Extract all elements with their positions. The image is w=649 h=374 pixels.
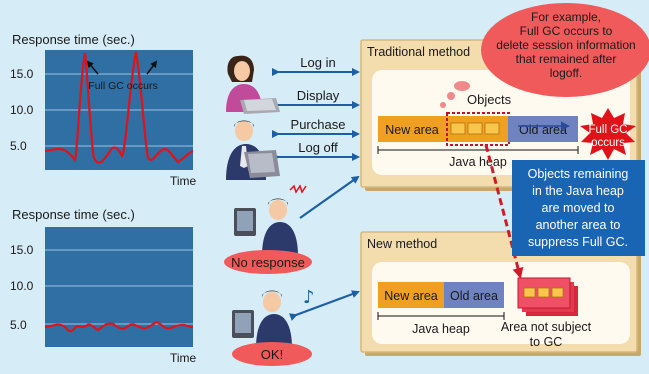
full-gc-burst-line-2: occurs: [591, 137, 625, 149]
action-log-off: Log off: [298, 140, 338, 155]
moved-object-block: [551, 287, 564, 298]
bottom-response-line: [44, 320, 194, 333]
trad-heap-label: Java heap: [449, 155, 507, 169]
bottom-chart-gridlines: [45, 249, 193, 325]
thought-dot: [440, 102, 446, 108]
example-line-1: For example,: [531, 10, 601, 24]
bottom-y-tick-5: 5.0: [10, 318, 27, 332]
moved-object-block: [523, 287, 536, 298]
bottom-y-tick-10: 10.0: [10, 279, 34, 293]
no-response-label: No response: [224, 250, 312, 274]
thought-dot: [447, 92, 455, 100]
bottom-y-tick-15: 15.0: [10, 243, 34, 257]
area-label-line-2: to GC: [530, 335, 563, 349]
moved-objects-callout: Objects remaining in the Java heap are m…: [512, 160, 645, 256]
full-gc-annotation: Full GC occurs: [88, 80, 157, 92]
bottom-chart-title: Response time (sec.): [12, 207, 135, 222]
moved-callout-box: [512, 160, 645, 256]
man-user-icon: [226, 120, 280, 180]
music-note-icon: ♪: [303, 287, 315, 308]
example-line-2: Full GC occurs to: [520, 24, 613, 38]
object-block: [467, 122, 483, 135]
top-chart-title: Response time (sec.): [12, 32, 135, 47]
bottom-x-label: Time: [170, 351, 197, 365]
top-chart-gridlines: [45, 73, 193, 147]
new-heap-label: Java heap: [412, 322, 470, 336]
example-line-3: delete session information: [496, 38, 635, 52]
new-old-area-label: Old area: [450, 289, 498, 303]
top-response-line: [44, 51, 194, 164]
example-line-5: logoff.: [550, 66, 582, 80]
area-not-subject-to-gc: [517, 277, 578, 316]
new-method-title: New method: [367, 237, 437, 251]
trad-new-area-label: New area: [385, 123, 439, 137]
frustration-icon: [289, 184, 307, 194]
new-new-area-label: New area: [384, 289, 438, 303]
action-arrows: Log in Display Purchase Log off: [272, 55, 360, 321]
example-callout: For example, Full GC occurs to delete se…: [481, 3, 649, 97]
no-response-text: No response: [231, 255, 305, 270]
bottom-response-chart: Response time (sec.) 15.0 10.0 5.0 Time: [10, 207, 197, 365]
moved-object-block: [537, 287, 550, 298]
new-old-area: [444, 282, 504, 308]
trad-new-area: [378, 116, 446, 142]
object-block: [450, 122, 466, 135]
new-method-panel: New method New area Old area Java heap A…: [360, 231, 641, 356]
thought-dot: [454, 81, 470, 91]
top-y-tick-15: 15.0: [10, 67, 34, 81]
full-gc-burst: Full GC occurs: [580, 108, 636, 160]
area-label-line-1: Area not subject: [501, 320, 592, 334]
example-line-4: that remained after: [516, 52, 617, 66]
happy-user-icon: ♪: [232, 287, 315, 348]
action-purchase: Purchase: [291, 117, 346, 132]
ok-arrow: [288, 290, 360, 321]
top-x-label: Time: [170, 174, 197, 188]
object-block: [484, 122, 500, 135]
no-response-arrow: [299, 175, 360, 219]
moved-line-5: suppress Full GC.: [528, 235, 628, 249]
top-y-tick-5: 5.0: [10, 139, 27, 153]
moved-line-4: another area to: [536, 218, 621, 232]
action-display: Display: [297, 88, 340, 103]
moved-line-2: in the Java heap: [532, 184, 624, 198]
moved-line-3: are moved to: [542, 201, 615, 215]
top-response-chart: Response time (sec.) 15.0 10.0 5.0 Full …: [10, 32, 197, 188]
full-gc-burst-line-1: Full GC: [589, 124, 628, 136]
top-annotation-arrow-left: [86, 60, 99, 75]
top-annotation-arrow-right: [146, 60, 158, 75]
top-y-tick-10: 10.0: [10, 103, 34, 117]
woman-user-icon: [226, 55, 280, 114]
moved-line-1: Objects remaining: [528, 167, 629, 181]
trad-old-area-label: Old area: [519, 123, 567, 137]
objects-label: Objects: [467, 92, 512, 107]
ok-text: OK!: [261, 347, 283, 362]
action-log-in: Log in: [300, 55, 335, 70]
new-new-area: [378, 282, 444, 308]
ok-label: OK!: [232, 342, 312, 366]
traditional-method-title: Traditional method: [367, 45, 470, 59]
frustrated-user-icon: [234, 184, 307, 256]
